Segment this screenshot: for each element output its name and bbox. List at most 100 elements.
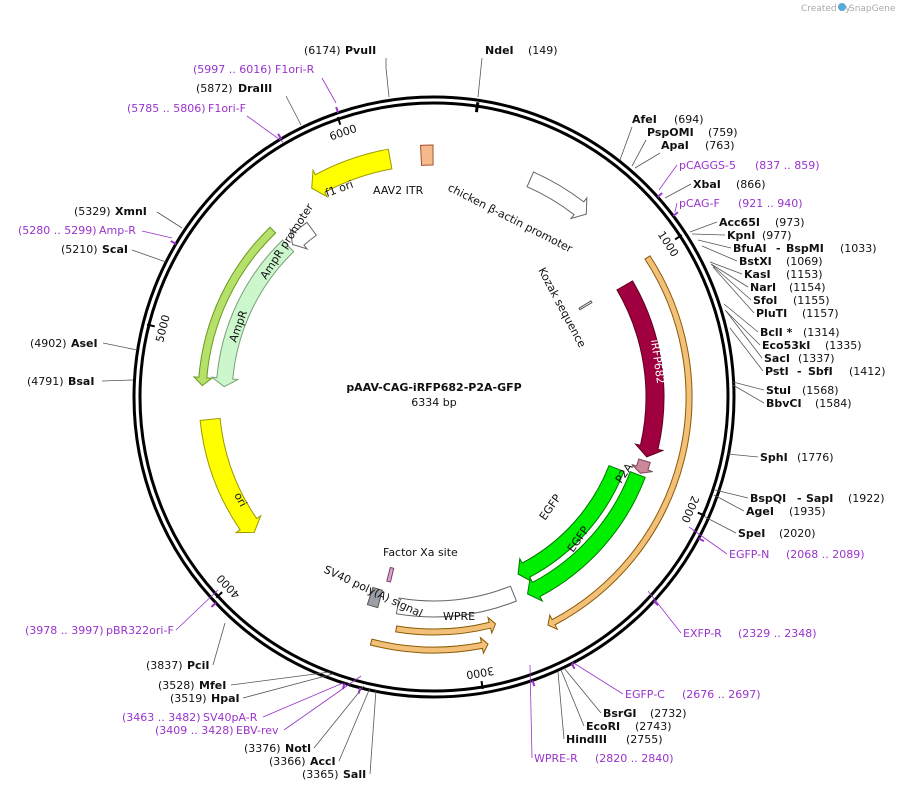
orf-reverse-arrow-1[interactable] [395,616,497,636]
site-name: PciI [187,659,209,672]
site-name: StuI [766,384,791,397]
site-acci[interactable]: (3366) AccI [269,755,336,768]
site-acc65i[interactable]: Acc65I (973) [719,216,805,229]
primer-name: EBV-rev [236,724,279,737]
primer-sv40pa-r[interactable]: (3463 .. 3482) SV40pA-R [122,711,258,724]
orf-forward-arrow[interactable] [547,255,693,631]
primer-pcaggs-5[interactable]: pCAGGS-5 (837 .. 859) [679,159,820,172]
site-sphi[interactable]: SphI (1776) [760,451,834,464]
primer-f1ori-r[interactable]: (5997 .. 6016) F1ori-R [193,63,315,76]
leader-apai [634,152,661,169]
site-xmni[interactable]: (5329) XmnI [74,205,147,218]
site-pos: (3519) [170,692,207,705]
site-sali[interactable]: (3365) SalI [302,768,366,781]
primer-leader-exfp-r [647,590,682,634]
leader-ndei [477,57,483,98]
primer-range: (5280 .. 5299) [18,224,97,237]
site-name: MfeI [199,679,226,692]
site-apai[interactable]: ApaI (763) [661,139,735,152]
site-pos: (149) [528,44,558,57]
site-nari[interactable]: NarI (1154) [750,281,826,294]
ampr-promoter-arrow[interactable] [289,221,318,250]
primer-leader-egfp-n [688,526,728,555]
site-asei[interactable]: (4902) AseI [30,337,98,350]
primer-leader-pcag-f [674,202,678,213]
leader-eco53ki [724,309,761,346]
site-afei[interactable]: AfeI (694) [632,113,704,126]
cag-promoter-arrow[interactable] [526,171,588,220]
tick-label: 2000 [678,494,701,525]
site-pluti[interactable]: PluTI (1157) [756,307,839,320]
wpre-block[interactable] [395,585,518,618]
kozak-block[interactable] [578,300,593,311]
egfp-arrow-1[interactable] [517,464,625,583]
primer-wpre-r[interactable]: WPRE-R (2820 .. 2840) [534,752,674,765]
site-scai[interactable]: (5210) ScaI [61,243,128,256]
primer-leader-f1ori-r [321,77,337,104]
ampr-outer-arrow[interactable] [192,226,277,387]
site-pcii[interactable]: (3837) PciI [146,659,209,672]
primer-f1ori-f[interactable]: (5785 .. 5806) F1ori-F [127,102,246,115]
site-bspqi[interactable]: BspQI - SapI (1922) [750,492,885,505]
leader-stui [732,381,765,391]
p2a-arrow[interactable] [631,458,653,474]
tick-mark [480,680,484,690]
site-noti[interactable]: (3376) NotI [244,742,311,755]
site-bsrgi[interactable]: BsrGI (2732) [603,707,687,720]
primer-pbr322ori-f[interactable]: (3978 .. 3997) pBR322ori-F [25,624,174,637]
site-psti[interactable]: PstI - SbfI (1412) [765,365,886,378]
egfp-arrow-2[interactable] [526,471,646,603]
ori-arrow[interactable] [199,417,262,534]
site-name: AseI [71,337,98,350]
site-sfoi[interactable]: SfoI (1155) [753,294,830,307]
site-draiii[interactable]: (5872) DraIII [196,82,272,95]
leader-bfuai [697,239,732,249]
sv40-polya-block[interactable] [366,586,384,609]
factor-xa-block[interactable] [386,566,395,583]
site-name: PstI [765,365,789,378]
site-stui[interactable]: StuI (1568) [766,384,839,397]
primer-amp-r[interactable]: (5280 .. 5299) Amp-R [18,224,136,237]
primer-egfp-c[interactable]: EGFP-C (2676 .. 2697) [625,688,761,701]
site-ecori[interactable]: EcoRI (2743) [586,720,672,733]
site-dash: - [776,242,781,255]
feature-label-itr: AAV2 ITR [373,184,424,197]
site-bbvci[interactable]: BbvCI (1584) [766,397,852,410]
site-hindiii[interactable]: HindIII (2755) [566,733,663,746]
orf-reverse-arrow-2[interactable] [369,636,489,655]
f1-ori-arrow[interactable] [311,148,393,198]
site-pos: (5210) [61,243,98,256]
primer-pcag-f[interactable]: pCAG-F (921 .. 940) [679,197,803,210]
site-ndei[interactable]: NdeI (149) [485,44,558,57]
site-saci[interactable]: SacI (1337) [764,352,835,365]
itr-block[interactable] [419,144,434,166]
primer-egfp-n[interactable]: EGFP-N (2068 .. 2089) [729,548,865,561]
irfp682-arrow[interactable] [616,280,665,458]
site-xbai[interactable]: XbaI (866) [693,178,766,191]
site-bstxi[interactable]: BstXI (1069) [739,255,823,268]
site-bfuai[interactable]: BfuAI - BspMI (1033) [733,242,877,255]
primer-name: EXFP-R [683,627,722,640]
site-kasi[interactable]: KasI (1153) [744,268,823,281]
tick-mark [697,511,706,517]
site-spei[interactable]: SpeI (2020) [738,527,816,540]
site-bcli[interactable]: BclI * (1314) [760,326,840,339]
site-bsai[interactable]: (4791) BsaI [27,375,94,388]
site-hpai[interactable]: (3519) HpaI [170,692,240,705]
leader-sfoi [711,264,752,301]
feature-label-factor-xa: Factor Xa site [383,546,458,559]
site-pvuii[interactable]: (6174) PvuII [304,44,376,57]
primer-ebv-rev[interactable]: (3409 .. 3428) EBV-rev [155,724,279,737]
site-mfei[interactable]: (3528) MfeI [158,679,226,692]
site-pspomi[interactable]: PspOMI (759) [647,126,738,139]
site-eco53ki[interactable]: Eco53kI (1335) [762,339,862,352]
site-agei[interactable]: AgeI (1935) [746,505,826,518]
leader-pluti [712,266,755,314]
primer-range: (921 .. 940) [738,197,803,210]
site-pos: (1922) [848,492,885,505]
primer-exfp-r[interactable]: EXFP-R (2329 .. 2348) [683,627,817,640]
site-pos: (1153) [786,268,823,281]
ampr-arrow[interactable] [210,239,295,388]
site-kpni[interactable]: KpnI (977) [727,229,792,242]
